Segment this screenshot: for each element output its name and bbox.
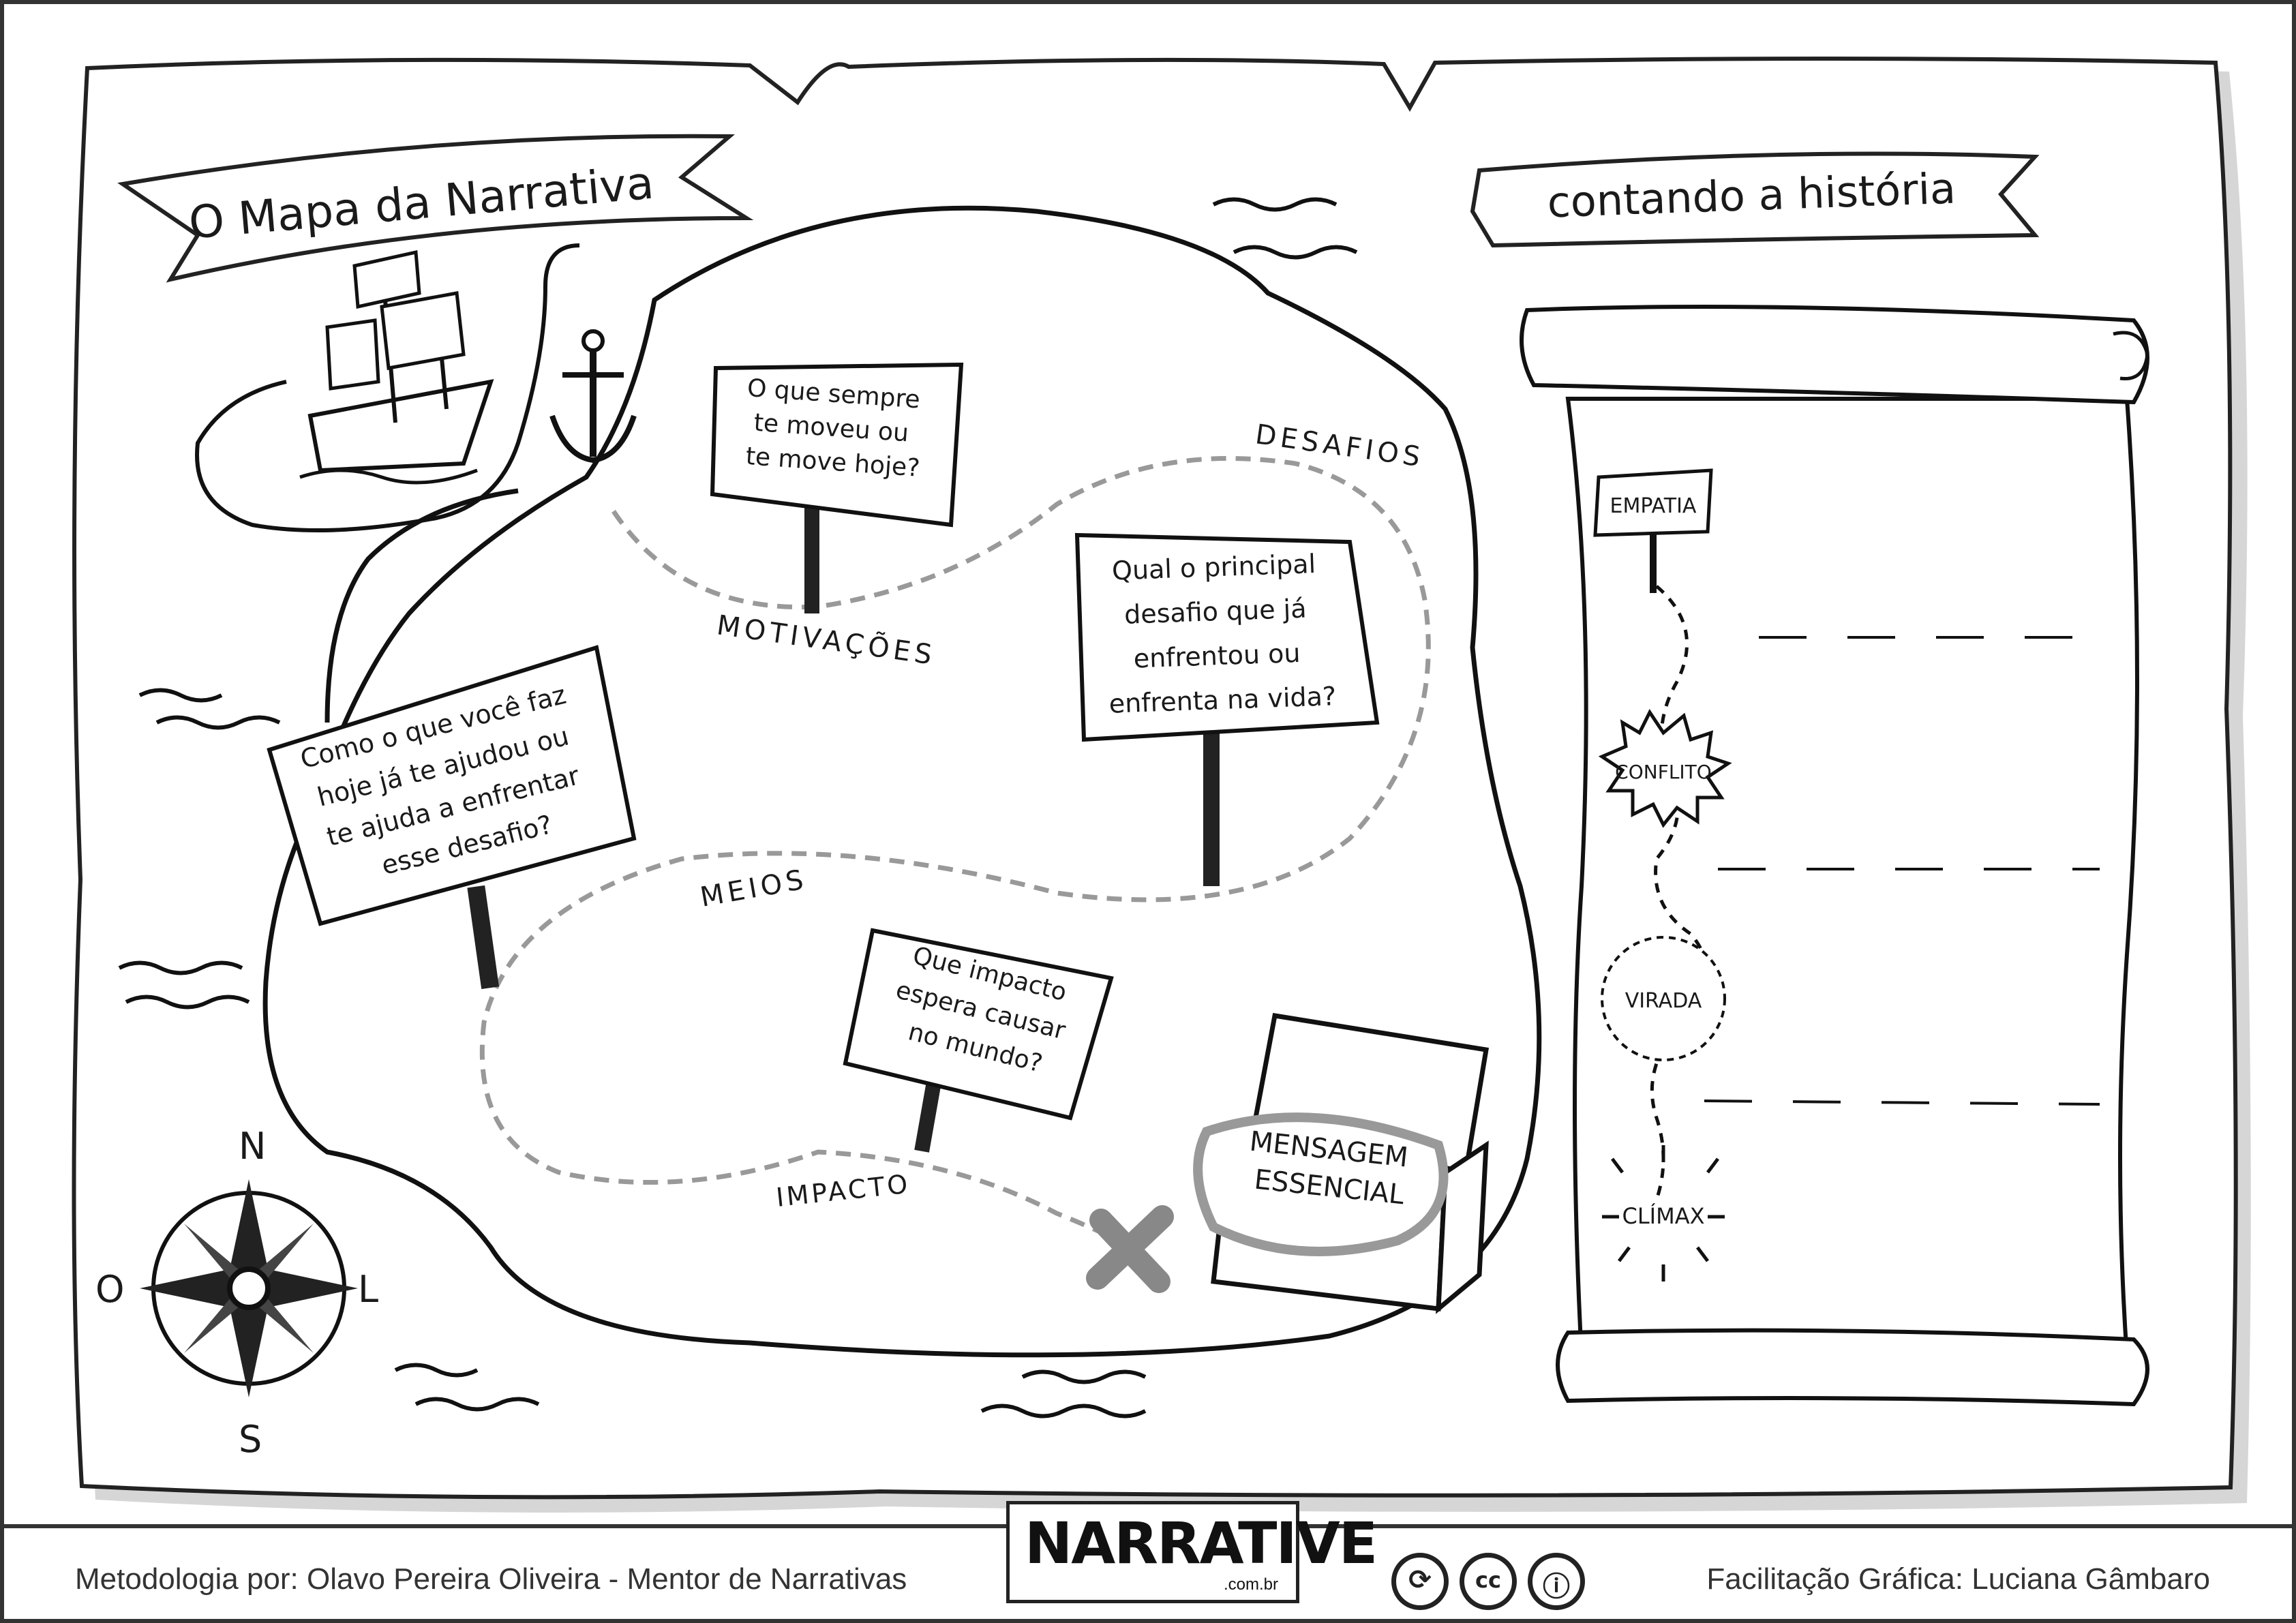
sign-impact: Que impacto espera causar no mundo? [843, 928, 1114, 1153]
methodology-credit: Metodologia por: Olavo Pereira Oliveira … [75, 1562, 907, 1596]
ship-illustration [195, 243, 580, 532]
anchor-icon [549, 329, 637, 464]
compass-south: S [239, 1418, 262, 1461]
step-conflito: CONFLITO [1615, 761, 1712, 783]
story-scroll: EMPATIA CONFLITO VIRADA CLÍMAX [1520, 305, 2149, 1407]
step-empatia: EMPATIA [1610, 494, 1697, 518]
sign-motivation: O que sempre te moveu ou te move hoje? [710, 362, 964, 613]
x-mark-icon [1086, 1205, 1174, 1293]
narrative-logo: NARRATIVE .com.br [1006, 1501, 1378, 1603]
waves [118, 197, 1358, 1419]
island-outline-detail [324, 488, 519, 723]
step-virada: VIRADA [1625, 989, 1702, 1013]
sign-challenge: Qual o principal desafio que já enfrento… [1074, 532, 1380, 886]
sign-challenge-text: Qual o principal desafio que já enfrento… [1104, 548, 1337, 718]
route-path [479, 456, 1431, 1243]
climax-rays [1602, 1145, 1725, 1281]
compass-rose-icon: N S L O [95, 1125, 378, 1461]
story-banner: contando a história [1470, 151, 2040, 248]
sign-motivation-text: O que sempre te moveu ou te move hoje? [742, 374, 929, 483]
treasure-chest: MENSAGEM ESSENCIAL [1193, 1013, 1490, 1314]
graphic-facilitation-credit: Facilitação Gráfica: Luciana Gâmbaro [1706, 1562, 2210, 1596]
creative-commons-icon: cc [1460, 1553, 1517, 1610]
title-banner: O Mapa da Narrativa [117, 134, 754, 283]
logo-word: NARRATIVE [1025, 1510, 1378, 1577]
compass-west: O [95, 1268, 125, 1311]
writing-lines [1704, 636, 2100, 1106]
attribution-icon: ⓘ [1528, 1553, 1585, 1610]
logo-domain: .com.br [1223, 1575, 1278, 1594]
compass-north: N [239, 1125, 266, 1168]
compass-east: L [358, 1268, 378, 1311]
footer: Metodologia por: Olavo Pereira Oliveira … [4, 1501, 2292, 1619]
step-climax: CLÍMAX [1622, 1203, 1704, 1229]
share-icon: ⟳ [1391, 1553, 1449, 1610]
